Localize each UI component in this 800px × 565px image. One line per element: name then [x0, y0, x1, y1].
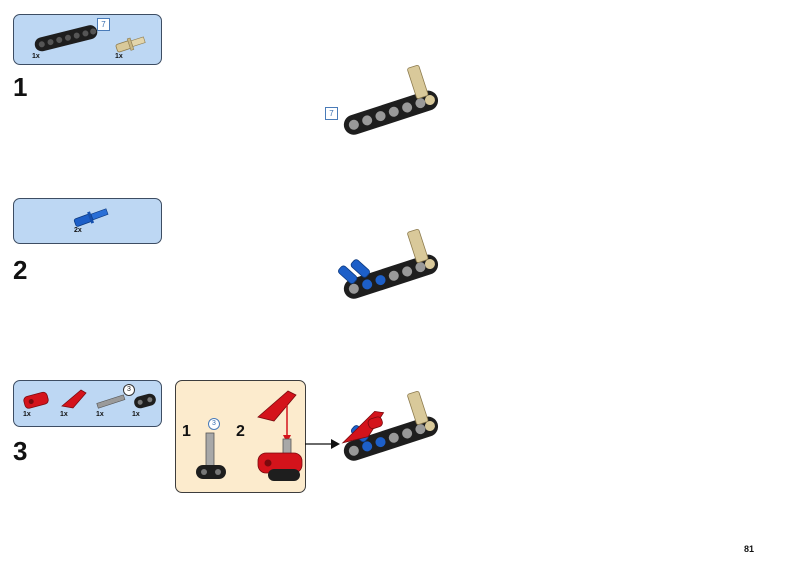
part-qty: 2x [74, 227, 82, 234]
part-qty: 1x [32, 53, 40, 60]
beam-7-part-icon [34, 25, 98, 52]
part-qty: 1x [115, 53, 123, 60]
red-connector-part-icon [23, 391, 49, 409]
sub-step1-illustration [196, 432, 226, 479]
grey-axle-part-icon [96, 394, 126, 409]
part-qty: 1x [132, 411, 140, 418]
step2-parts-box: 2x [13, 198, 162, 244]
step-number: 3 [13, 436, 28, 466]
sub-step-number: 1 [182, 423, 191, 440]
part-qty: 1x [60, 411, 68, 418]
result-arrow-icon [305, 439, 340, 449]
step1-model-illustration [343, 64, 439, 135]
model-length-marker: 7 [325, 107, 338, 120]
step3-model-illustration [341, 390, 439, 461]
length-marker: 7 [97, 18, 110, 31]
length-marker: 3 [123, 384, 135, 396]
step3-parts-box: 1x 1x 3 1x 1x [13, 380, 162, 427]
sub-step-number: 2 [236, 423, 245, 440]
part-qty: 1x [23, 411, 31, 418]
blue-axle-pin-part-icon [73, 208, 109, 227]
step-number: 1 [13, 72, 28, 102]
part-qty: 1x [96, 411, 104, 418]
axle-pin-part-icon [115, 36, 146, 53]
page-number: 81 [744, 544, 755, 554]
red-panel-part-icon [61, 389, 87, 409]
step2-model-illustration [338, 228, 439, 299]
subassembly-box: 1 3 2 [175, 380, 306, 493]
black-beam-3-part-icon [134, 393, 156, 409]
length-marker: 3 [208, 418, 220, 430]
step1-parts-box: 7 1x 1x [13, 14, 162, 65]
step-number: 2 [13, 255, 28, 285]
sub-step2-illustration [257, 390, 303, 481]
